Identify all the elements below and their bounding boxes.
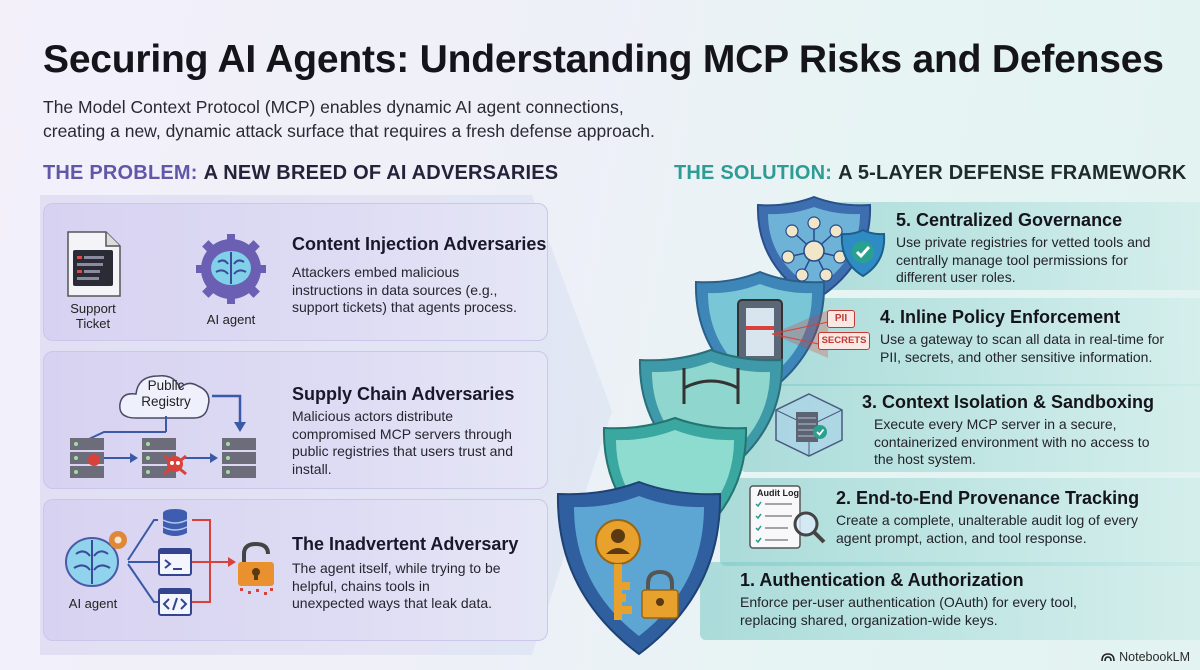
ai-agent-caption: AI agent	[68, 596, 118, 611]
notebooklm-logo-icon	[1101, 653, 1115, 662]
desc-line: containerized environment with no access…	[874, 433, 1150, 450]
audit-log-tag: Audit Log	[757, 488, 799, 498]
brand-name: NotebookLM	[1119, 650, 1190, 664]
desc-line: Malicious actors distribute	[292, 408, 454, 424]
layer-2-desc: Create a complete, unalterable audit log…	[836, 512, 1138, 547]
server-icon	[70, 438, 104, 478]
problem-desc-content-injection: Attackers embed malicious instructions i…	[292, 264, 517, 317]
problem-heading-accent: THE PROBLEM:	[43, 162, 198, 184]
problem-panel-inadvertent: AI agent The Inadvertent Adversary The a…	[43, 499, 548, 641]
problem-desc-inadvertent: The agent itself, while trying to be hel…	[292, 560, 501, 613]
desc-line: The agent itself, while trying to be	[292, 560, 501, 576]
checkmark-shield-icon	[840, 228, 886, 278]
ticket-caption-line-1: Support	[70, 301, 116, 316]
desc-line: different user roles.	[896, 269, 1016, 285]
desc-line: Create a complete, unalterable audit log…	[836, 512, 1138, 528]
server-icon	[142, 438, 176, 478]
desc-line: install.	[292, 460, 332, 477]
desc-line: support tickets) that agents process.	[292, 299, 517, 315]
page-subtitle: The Model Context Protocol (MCP) enables…	[43, 95, 743, 143]
server-icon	[222, 438, 256, 478]
layer-4-title: 4. Inline Policy Enforcement	[880, 307, 1121, 327]
brain-gear-icon	[196, 234, 266, 304]
desc-line: Use a gateway to scan all data in real-t…	[880, 331, 1165, 347]
brain-gear-icon	[65, 531, 127, 587]
desc-line: replacing shared, organization-wide keys…	[740, 611, 998, 628]
page-title: Securing AI Agents: Understanding MCP Ri…	[43, 38, 1164, 81]
shield-layer-1-icon	[556, 480, 722, 656]
brand-mark: NotebookLM	[1101, 650, 1190, 664]
layer-3-desc: Execute every MCP server in a secure, co…	[874, 416, 1149, 469]
problem-heading: THE PROBLEM:A NEW BREED OF AI ADVERSARIE…	[43, 162, 558, 185]
layer-5-title: 5. Centralized Governance	[896, 210, 1123, 230]
shield-layer-5-icon	[756, 195, 872, 303]
problem-panel-supply-chain: Public Registry Supply Chain Adversaries…	[43, 351, 548, 489]
ticket-caption-line-2: Ticket	[75, 316, 111, 331]
terminal-icon	[158, 548, 192, 576]
desc-line: compromised MCP servers through	[292, 425, 512, 442]
desc-line: Attackers embed malicious	[292, 264, 460, 280]
skull-icon	[163, 454, 187, 476]
desc-line: instructions in data sources (e.g.,	[292, 281, 498, 298]
desc-line: public registries that users trust and	[292, 443, 513, 459]
desc-line: unexpected ways that leak data.	[292, 595, 493, 611]
problem-title-supply-chain: Supply Chain Adversaries	[292, 384, 515, 404]
layer-5-desc: Use private registries for vetted tools …	[896, 234, 1150, 287]
cloud-registry-icon	[119, 375, 210, 419]
desc-line: Execute every MCP server in a secure,	[874, 416, 1117, 432]
solution-heading-text: A 5-LAYER DEFENSE FRAMEWORK	[838, 162, 1187, 184]
desc-line: Enforce per-user authentication (OAuth) …	[740, 594, 1077, 610]
problem-desc-supply-chain: Malicious actors distribute compromised …	[292, 408, 513, 478]
problem-panel-content-injection: Support Ticket AI agent Content Injectio…	[43, 203, 548, 341]
layer-2-title: 2. End-to-End Provenance Tracking	[836, 488, 1140, 508]
desc-line: helpful, chains tools in	[292, 577, 430, 594]
desc-line: centrally manage tool permissions for	[896, 251, 1128, 268]
broken-lock-icon	[238, 541, 274, 595]
ai-agent-caption: AI agent	[206, 312, 256, 327]
audit-log-document-icon	[749, 485, 826, 549]
desc-line: agent prompt, action, and tool response.	[836, 529, 1087, 546]
subtitle-line-2: creating a new, dynamic attack surface t…	[43, 121, 655, 141]
desc-line: the host system.	[874, 451, 976, 467]
registry-caption-line-1: Public	[147, 378, 185, 393]
ticket-document-icon	[67, 231, 121, 297]
registry-caption: Public Registry	[128, 378, 204, 410]
problem-title-content-injection: Content Injection Adversaries	[292, 234, 547, 254]
desc-line: Use private registries for vetted tools …	[896, 234, 1151, 250]
registry-caption-line-2: Registry	[141, 394, 191, 409]
desc-line: PII, secrets, and other sensitive inform…	[880, 348, 1153, 365]
database-icon	[162, 509, 188, 536]
sandbox-container-icon	[775, 393, 843, 457]
solution-heading-accent: THE SOLUTION:	[674, 162, 833, 184]
solution-heading: THE SOLUTION:A 5-LAYER DEFENSE FRAMEWORK	[674, 162, 1187, 185]
tool-chain-lines	[127, 519, 236, 603]
layer-4-desc: Use a gateway to scan all data in real-t…	[880, 331, 1164, 366]
layer-3-title: 3. Context Isolation & Sandboxing	[862, 392, 1155, 412]
problem-heading-text: A NEW BREED OF AI ADVERSARIES	[203, 162, 559, 184]
layer-1-desc: Enforce per-user authentication (OAuth) …	[740, 594, 1077, 629]
layer-1-title: 1. Authentication & Authorization	[740, 570, 1024, 590]
subtitle-line-1: The Model Context Protocol (MCP) enables…	[43, 97, 624, 117]
problem-title-inadvertent: The Inadvertent Adversary	[292, 534, 519, 554]
pii-tag: PII	[827, 310, 855, 328]
secrets-tag: SECRETS	[818, 332, 870, 350]
layer-row-1	[700, 562, 1200, 640]
code-icon	[158, 588, 192, 616]
ticket-caption: Support Ticket	[58, 301, 128, 331]
